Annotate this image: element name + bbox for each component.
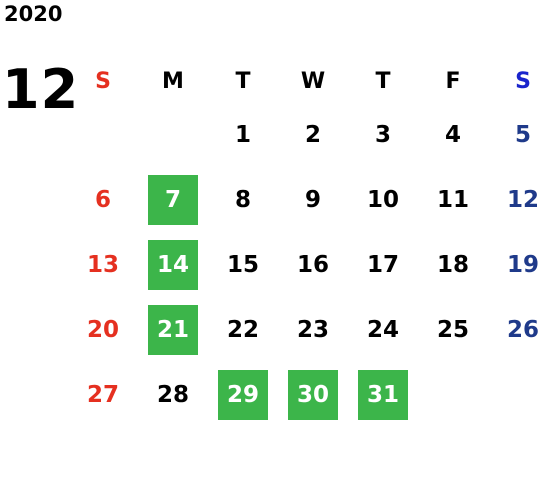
day-number-highlighted: 30	[288, 369, 338, 420]
week-row: 13 14 15 16 17 18 19	[68, 232, 548, 297]
day-number	[78, 110, 128, 160]
day-cell: 21	[138, 297, 208, 362]
day-number: 25	[436, 316, 469, 343]
day-number: 6	[94, 186, 111, 213]
day-number: 26	[506, 316, 539, 343]
day-number-highlighted: 21	[148, 304, 198, 355]
day-cell	[488, 362, 548, 427]
day-cell: 19	[488, 232, 548, 297]
day-number: 11	[436, 186, 469, 213]
day-cell: 25	[418, 297, 488, 362]
day-number: 19	[506, 251, 539, 278]
weekday-monday: M	[162, 68, 184, 94]
week-row: 27 28 29 30 31	[68, 362, 548, 427]
week-row: 20 21 22 23 24 25 26	[68, 297, 548, 362]
day-number: 27	[86, 381, 119, 408]
day-cell: 17	[348, 232, 418, 297]
day-cell: 15	[208, 232, 278, 297]
day-number: 23	[296, 316, 329, 343]
day-number: 28	[156, 381, 189, 408]
day-cell: 22	[208, 297, 278, 362]
day-cell	[418, 362, 488, 427]
weekday-header: S M T W T F S	[68, 60, 548, 102]
day-number-highlighted: 14	[148, 239, 198, 290]
day-number: 4	[444, 121, 461, 148]
day-number: 17	[366, 251, 399, 278]
day-cell: 7	[138, 167, 208, 232]
day-number	[148, 110, 198, 160]
weekday-wednesday: W	[300, 68, 326, 94]
day-cell: 30	[278, 362, 348, 427]
weekday-sunday: S	[95, 68, 111, 94]
day-cell: 29	[208, 362, 278, 427]
day-number	[498, 370, 548, 420]
day-number: 10	[366, 186, 399, 213]
day-number: 15	[226, 251, 259, 278]
day-number: 20	[86, 316, 119, 343]
day-number: 8	[234, 186, 251, 213]
day-cell: 1	[208, 102, 278, 167]
day-cell: 24	[348, 297, 418, 362]
day-number: 9	[304, 186, 321, 213]
day-cell: 27	[68, 362, 138, 427]
day-cell: 26	[488, 297, 548, 362]
day-cell: 31	[348, 362, 418, 427]
day-cell: 23	[278, 297, 348, 362]
day-cell: 8	[208, 167, 278, 232]
day-number: 18	[436, 251, 469, 278]
day-number: 16	[296, 251, 329, 278]
day-cell: 4	[418, 102, 488, 167]
weekday-friday: F	[445, 68, 461, 94]
day-cell	[68, 102, 138, 167]
day-cell: 28	[138, 362, 208, 427]
weekday-tuesday: T	[235, 68, 251, 94]
year-label: 2020	[4, 2, 63, 26]
day-cell: 3	[348, 102, 418, 167]
weekday-saturday: S	[515, 68, 531, 94]
day-number-highlighted: 29	[218, 369, 268, 420]
day-cell: 20	[68, 297, 138, 362]
day-number: 1	[234, 121, 251, 148]
week-row: 1 2 3 4 5	[68, 102, 548, 167]
day-cell: 6	[68, 167, 138, 232]
day-number: 24	[366, 316, 399, 343]
day-number	[428, 370, 478, 420]
day-cell: 2	[278, 102, 348, 167]
day-cell: 9	[278, 167, 348, 232]
day-number-highlighted: 31	[358, 369, 408, 420]
day-cell: 11	[418, 167, 488, 232]
day-number: 5	[514, 121, 531, 148]
day-cell: 18	[418, 232, 488, 297]
day-cell	[138, 102, 208, 167]
day-cell: 13	[68, 232, 138, 297]
day-number: 22	[226, 316, 259, 343]
day-number: 13	[86, 251, 119, 278]
day-cell: 14	[138, 232, 208, 297]
week-row: 6 7 8 9 10 11 12	[68, 167, 548, 232]
day-number: 2	[304, 121, 321, 148]
weekday-thursday: T	[375, 68, 391, 94]
day-cell: 5	[488, 102, 548, 167]
day-number: 12	[506, 186, 539, 213]
day-cell: 10	[348, 167, 418, 232]
day-cell: 12	[488, 167, 548, 232]
month-label: 12	[2, 58, 80, 121]
day-number: 3	[374, 121, 391, 148]
day-cell: 16	[278, 232, 348, 297]
day-number-highlighted: 7	[148, 174, 198, 225]
